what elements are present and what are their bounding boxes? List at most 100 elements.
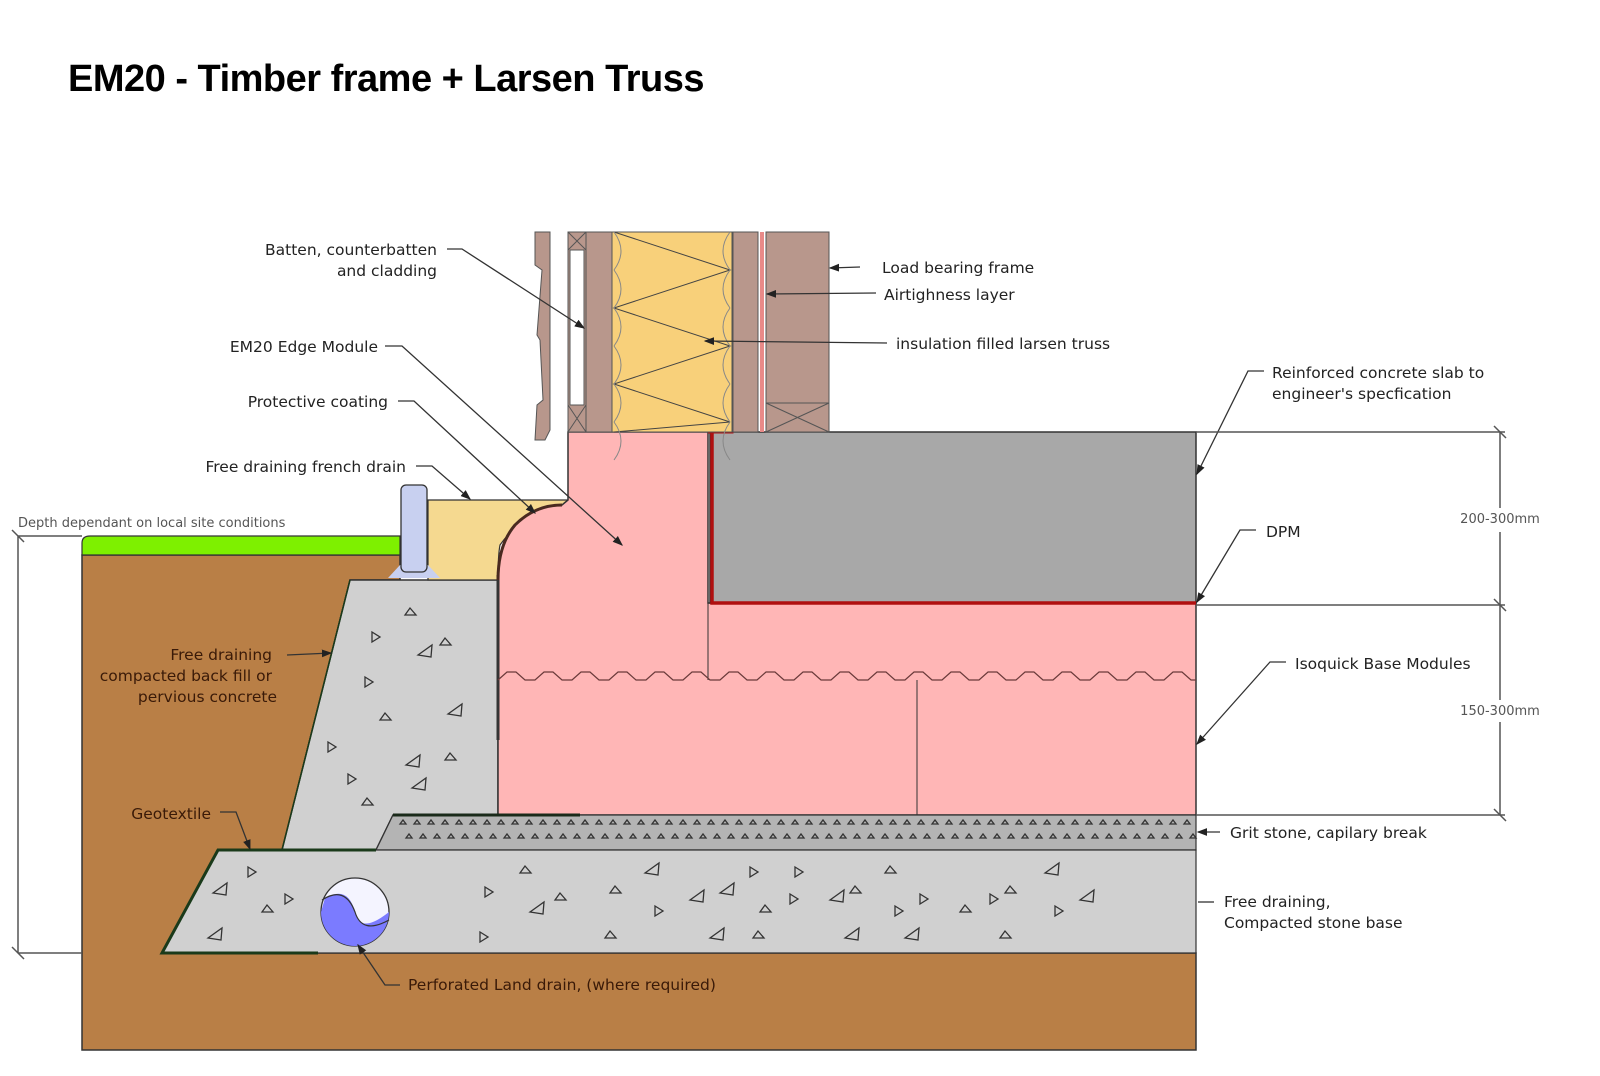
grit-particle: [510, 818, 520, 825]
grit-particle: [874, 818, 884, 825]
grit-particle: [776, 818, 786, 825]
grit-particle: [418, 832, 428, 839]
aggregate-stone: [378, 711, 393, 721]
label-grit-stone: Grit stone, capilary break: [1230, 824, 1427, 842]
label-base-modules: Isoquick Base Modules: [1295, 655, 1471, 673]
aggregate-stone: [553, 891, 568, 901]
grit-particle: [1140, 818, 1150, 825]
grit-particle: [502, 832, 512, 839]
grit-particle: [426, 818, 436, 825]
grit-particle: [580, 818, 590, 825]
grit-particle: [796, 832, 806, 839]
land-drain-pipe: [320, 877, 390, 947]
grit-particle: [664, 818, 674, 825]
grit-particle: [538, 818, 548, 825]
grit-particle: [544, 832, 554, 839]
grit-particle: [496, 818, 506, 825]
insulation-batt: [613, 345, 622, 385]
grit-particle: [468, 818, 478, 825]
grit-particle: [950, 832, 960, 839]
aggregate-stone: [989, 892, 1000, 906]
grit-particle: [1168, 818, 1178, 825]
aggregate-stone: [1043, 861, 1060, 876]
insulation-batt: [613, 307, 622, 347]
aggregate-stone: [360, 796, 375, 806]
leader-lines: [220, 248, 1286, 986]
aggregate-stone: [484, 885, 495, 899]
grit-particle: [566, 818, 576, 825]
grit-particle: [1070, 818, 1080, 825]
grit-particle: [572, 832, 582, 839]
aggregate-stone: [206, 926, 223, 941]
grit-particle: [1118, 832, 1128, 839]
grit-particle: [454, 818, 464, 825]
grit-particle: [1182, 818, 1192, 825]
grit-particle: [846, 818, 856, 825]
dimension-lines: [11, 425, 1507, 960]
grit-particle: [824, 832, 834, 839]
grass-strip: [81, 535, 401, 556]
aggregate-stone: [1054, 904, 1065, 918]
grit-particle: [412, 818, 422, 825]
grit-particle: [964, 832, 974, 839]
grit-particle: [684, 832, 694, 839]
aggregate-stone: [843, 926, 860, 941]
grit-particle: [622, 818, 632, 825]
aggregate-stone: [211, 881, 228, 896]
grit-particle: [1188, 832, 1198, 839]
grit-particle: [600, 832, 610, 839]
grit-particle: [1062, 832, 1072, 839]
aggregate-stone: [247, 865, 258, 879]
aggregate-stone: [919, 892, 930, 906]
grit-particle: [530, 832, 540, 839]
grit-particle: [1020, 832, 1030, 839]
aggregate-stone: [643, 861, 660, 876]
aggregate-stone: [789, 892, 800, 906]
grit-particle: [558, 832, 568, 839]
grit-particle: [608, 818, 618, 825]
aggregate-stone: [364, 675, 375, 689]
grit-particle: [1048, 832, 1058, 839]
grit-particle: [740, 832, 750, 839]
insulation-batt: [722, 307, 731, 347]
grit-particle: [916, 818, 926, 825]
grit-particle: [972, 818, 982, 825]
grit-particle: [768, 832, 778, 839]
aggregate-stone: [758, 903, 773, 913]
label-batten-2: and cladding: [337, 262, 437, 280]
label-french-drain: Free draining french drain: [205, 458, 406, 476]
insulation-batt: [722, 421, 731, 461]
grit-particle: [614, 832, 624, 839]
drain-upstand: [388, 484, 440, 578]
aggregate-stone: [284, 892, 295, 906]
grit-particle: [516, 832, 526, 839]
aggregate-stone: [479, 930, 490, 944]
aggregate-stone: [1078, 888, 1095, 903]
label-backfill-2: compacted back fill or: [100, 667, 273, 685]
grit-particle: [790, 818, 800, 825]
label-edge-module: EM20 Edge Module: [230, 338, 378, 356]
grit-particle: [524, 818, 534, 825]
grit-particle: [958, 818, 968, 825]
concrete-slab: [709, 431, 1197, 604]
label-land-drain: Perforated Land drain, (where required): [408, 976, 716, 994]
aggregate-stone: [751, 929, 766, 939]
grit-particle: [1028, 818, 1038, 825]
label-load-bearing-frame: Load bearing frame: [882, 259, 1034, 277]
grit-particle: [440, 818, 450, 825]
aggregate-stone: [446, 702, 463, 717]
grit-particle: [1056, 818, 1066, 825]
aggregate-stone: [518, 864, 533, 874]
grit-particle: [860, 818, 870, 825]
grit-particle: [432, 832, 442, 839]
aggregate-stone: [848, 884, 863, 894]
grit-particle: [1174, 832, 1184, 839]
aggregate-stone: [347, 772, 358, 786]
grit-particle: [810, 832, 820, 839]
grit-particle: [398, 818, 408, 825]
grit-particle: [1084, 818, 1094, 825]
aggregate-stone: [1003, 884, 1018, 894]
grit-particle: [804, 818, 814, 825]
grit-particle: [1146, 832, 1156, 839]
